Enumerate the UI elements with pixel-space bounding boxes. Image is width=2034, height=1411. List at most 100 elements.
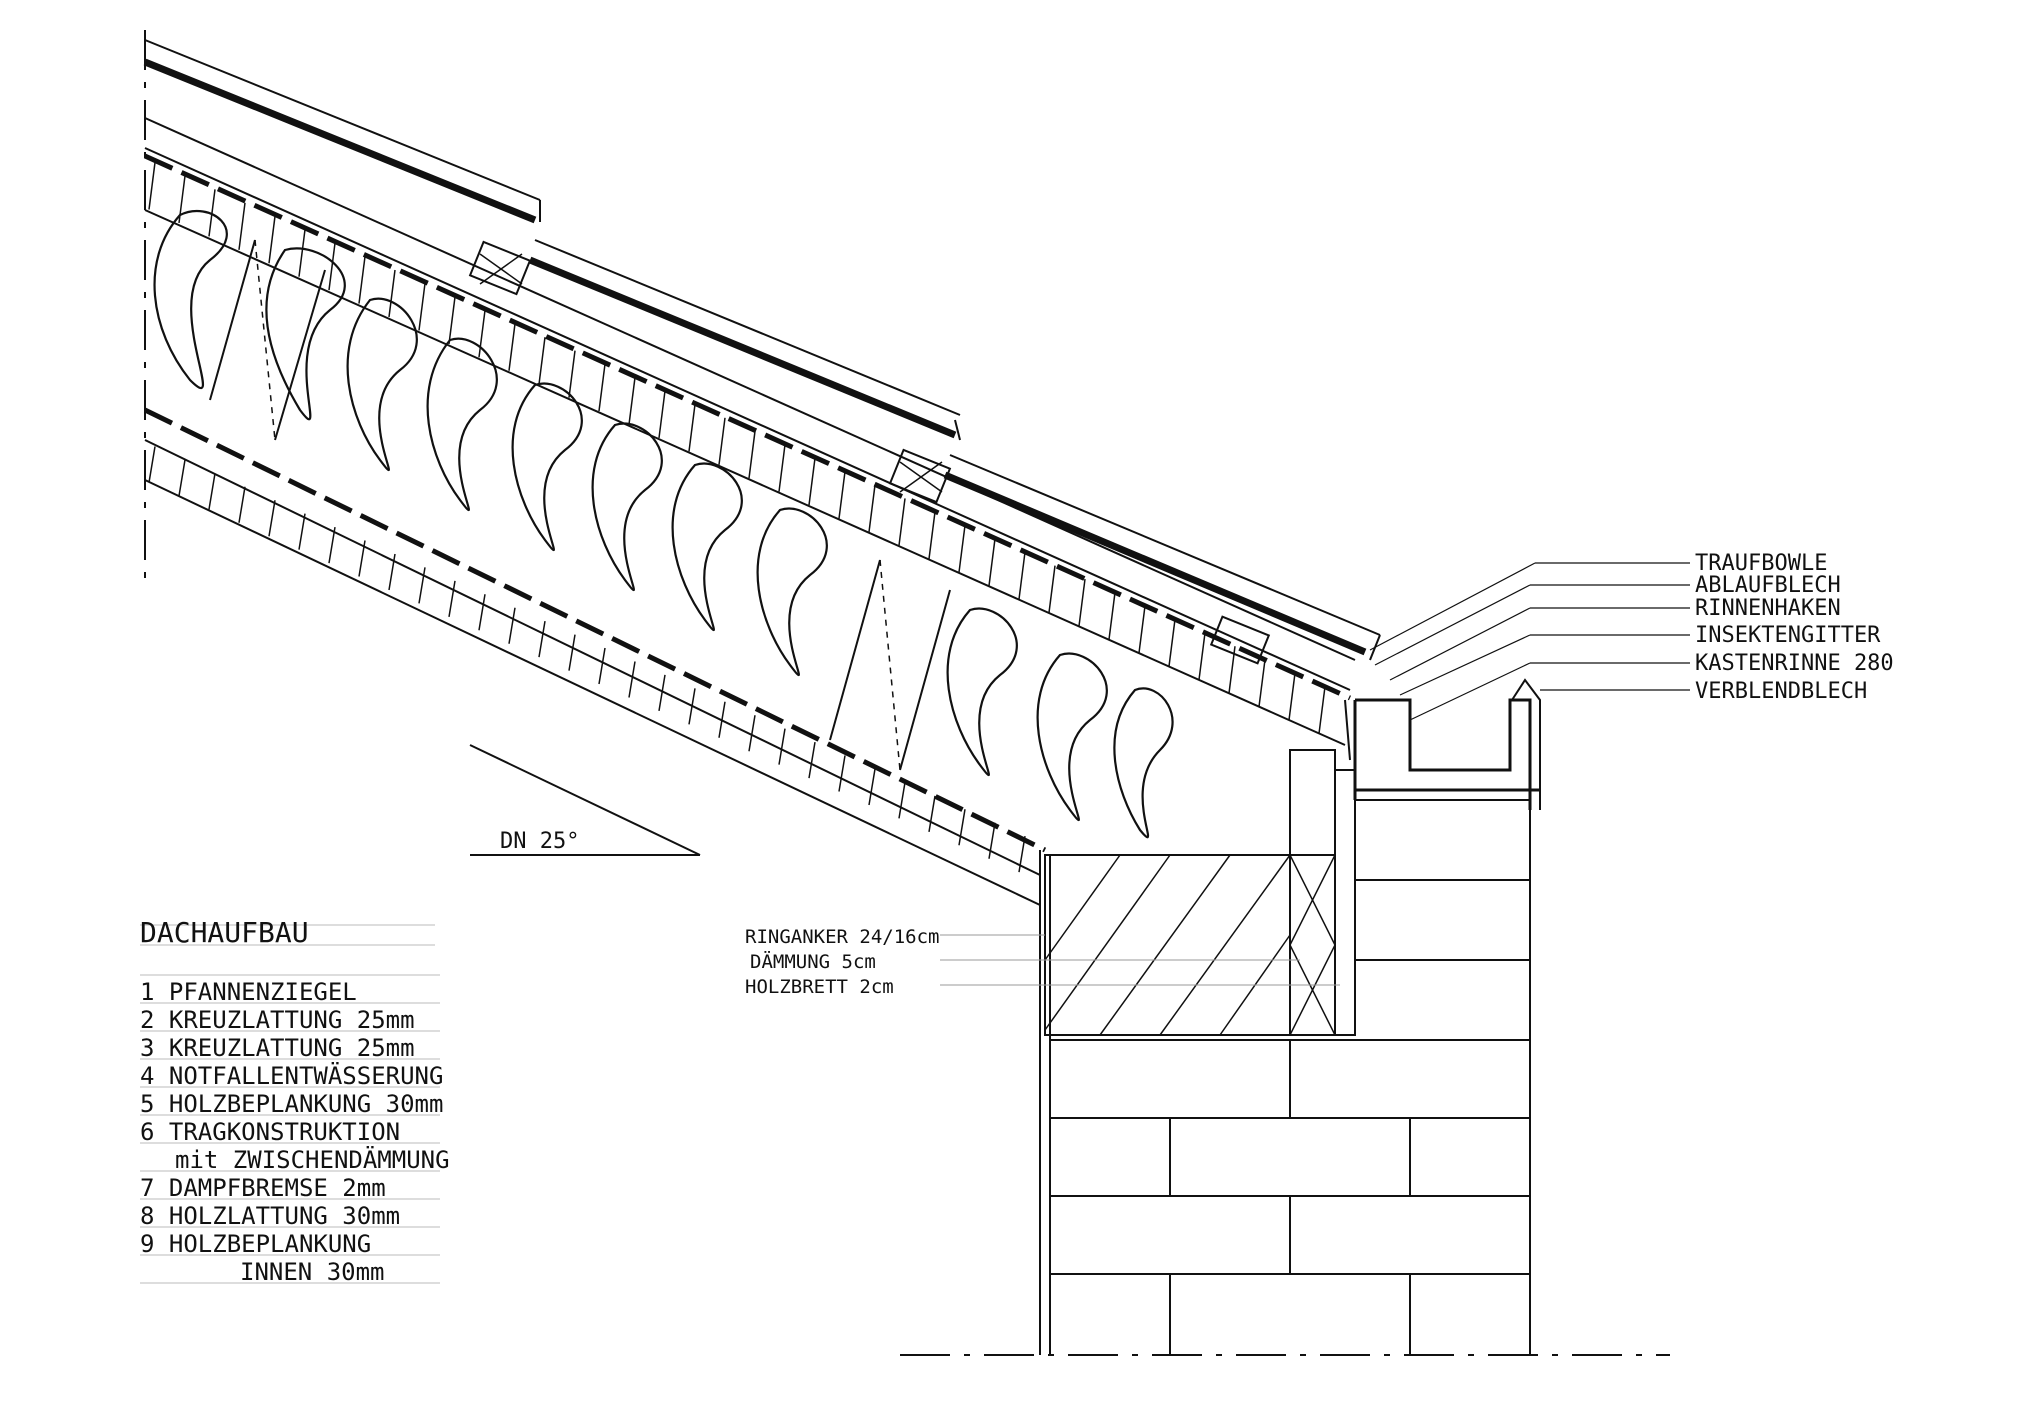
hatch-tick — [778, 728, 786, 765]
legend-title: DACHAUFBAU — [140, 916, 309, 949]
hatch-tick — [928, 795, 936, 832]
hatch-tick — [1258, 659, 1266, 707]
hatch-tick — [388, 553, 396, 591]
hatch-tick — [358, 540, 366, 577]
wall-section — [900, 678, 1670, 1356]
insulation-curls — [153, 209, 1174, 839]
hatch-tick — [598, 647, 606, 685]
hatch-tick — [508, 323, 516, 371]
legend-item-5: 5 HOLZBEPLANKUNG 30mm — [140, 1090, 443, 1118]
hatch-tick — [1168, 619, 1176, 667]
hatch-tick — [838, 755, 846, 792]
hatch-tick — [658, 674, 666, 712]
legend-item-9-cont: INNEN 30mm — [240, 1258, 385, 1286]
hatch-tick — [508, 607, 516, 644]
hatch-tick — [418, 283, 426, 331]
hatch-tick — [328, 243, 336, 291]
hatch-tick — [598, 363, 606, 412]
hatch-tick — [178, 459, 186, 497]
hatch-tick — [148, 162, 156, 210]
hatch-tick — [1318, 686, 1326, 734]
hatch-tick — [838, 471, 846, 519]
eave-label-daemmung: DÄMMUNG 5cm — [750, 950, 876, 973]
legend-lines — [140, 924, 440, 1284]
hatch-tick — [808, 741, 816, 779]
hatch-tick — [268, 500, 276, 537]
legend-item-2: 2 KREUZLATTUNG 25mm — [140, 1006, 415, 1034]
hatch-tick — [388, 269, 396, 318]
hatch-tick — [568, 634, 576, 671]
callout-leaders — [1369, 562, 1690, 721]
callout-rinnenhaken: RINNENHAKEN — [1695, 596, 1841, 621]
batten-hatching — [148, 162, 1326, 873]
hatch-tick — [988, 822, 996, 859]
hatch-tick — [1018, 552, 1026, 600]
hatch-tick — [238, 202, 246, 250]
hatch-tick — [748, 715, 756, 752]
callout-ablaufblech: ABLAUFBLECH — [1695, 573, 1841, 598]
legend-item-7: 7 DAMPFBREMSE 2mm — [140, 1174, 386, 1202]
legend-item-1: 1 PFANNENZIEGEL — [140, 978, 357, 1006]
hatch-tick — [238, 486, 246, 523]
callout-labels: TRAUFBOWLE ABLAUFBLECH RINNENHAKEN INSEK… — [1695, 551, 1894, 704]
eave-label-ringanker: RINGANKER 24/16cm — [745, 926, 939, 948]
hatch-tick — [328, 526, 336, 564]
hatch-tick — [298, 513, 306, 550]
roof-layers — [143, 30, 1381, 906]
hatch-tick — [208, 189, 216, 237]
hatch-tick — [748, 431, 756, 479]
hatch-tick — [688, 688, 696, 725]
callout-insektengitter: INSEKTENGITTER — [1695, 623, 1881, 648]
hatch-tick — [538, 337, 546, 385]
eave-leaders — [940, 934, 1340, 986]
legend-item-4: 4 NOTFALLENTWÄSSERUNG — [140, 1061, 443, 1090]
callout-kastenrinne: KASTENRINNE 280 — [1695, 651, 1894, 676]
hatch-tick — [1138, 605, 1146, 654]
hatch-tick — [868, 484, 876, 533]
legend-item-6-cont: mit ZWISCHENDÄMMUNG — [175, 1145, 450, 1174]
hatch-tick — [358, 256, 366, 304]
hatch-tick — [928, 511, 936, 559]
callout-traufbowle: TRAUFBOWLE — [1695, 551, 1827, 576]
hatch-tick — [898, 498, 906, 546]
hatch-tick — [478, 594, 486, 631]
hatch-tick — [628, 661, 636, 698]
hatch-tick — [868, 768, 876, 806]
hatch-tick — [538, 621, 546, 658]
hatch-tick — [988, 538, 996, 586]
slope-label: DN 25° — [500, 829, 579, 854]
legend-item-3: 3 KREUZLATTUNG 25mm — [140, 1034, 415, 1062]
hatch-tick — [208, 473, 216, 510]
callout-verblendblech: VERBLENDBLECH — [1695, 679, 1867, 704]
hatch-tick — [808, 458, 816, 506]
hatch-tick — [778, 444, 786, 492]
hatch-tick — [298, 229, 306, 277]
legend-item-6: 6 TRAGKONSTRUKTION — [140, 1118, 400, 1146]
hatch-tick — [418, 567, 426, 604]
hatch-tick — [448, 296, 456, 344]
legend-item-9: 9 HOLZBEPLANKUNG — [140, 1230, 371, 1258]
hatch-tick — [148, 446, 156, 483]
hatch-tick — [1228, 646, 1236, 694]
hatch-tick — [628, 377, 636, 425]
hatch-tick — [1108, 592, 1116, 640]
hatch-tick — [1198, 632, 1206, 680]
legend: DACHAUFBAU 1 PFANNENZIEGEL 2 KREUZLATTUN… — [140, 916, 450, 1286]
hatch-tick — [718, 701, 726, 738]
hatch-tick — [958, 809, 966, 846]
eave-labels: RINGANKER 24/16cm DÄMMUNG 5cm HOLZBRETT … — [745, 926, 939, 998]
hatch-tick — [478, 310, 486, 358]
hatch-tick — [268, 216, 276, 264]
legend-item-8: 8 HOLZLATTUNG 30mm — [140, 1202, 400, 1230]
hatch-tick — [658, 390, 666, 439]
hatch-tick — [1018, 836, 1026, 873]
hatch-tick — [1288, 673, 1296, 721]
hatch-tick — [1048, 565, 1056, 613]
slope-symbol — [469, 744, 701, 856]
eave-label-holzbrett: HOLZBRETT 2cm — [745, 976, 894, 998]
hatch-tick — [688, 404, 696, 452]
hatch-tick — [958, 525, 966, 573]
hatch-tick — [898, 782, 906, 819]
hatch-tick — [1078, 578, 1086, 627]
